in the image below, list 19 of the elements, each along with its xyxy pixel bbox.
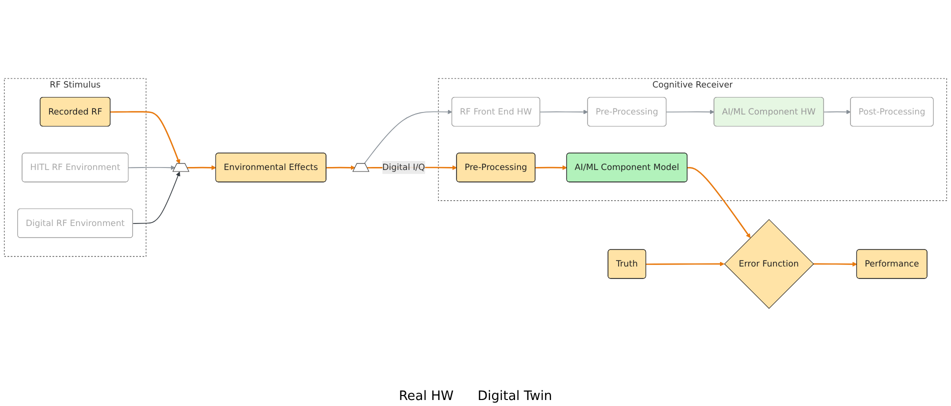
arrow	[535, 165, 568, 170]
note-text: Real HW	[398, 389, 454, 404]
node-trapezoid	[172, 163, 190, 172]
arrow	[824, 110, 851, 114]
note-text: Digital Twin	[478, 389, 552, 404]
arrow	[110, 111, 180, 164]
arrow	[132, 172, 180, 224]
arrow	[364, 110, 452, 164]
arrow	[646, 262, 724, 266]
arrow	[128, 165, 176, 170]
arrow	[540, 110, 588, 114]
arrow	[687, 167, 751, 238]
arrow	[666, 110, 714, 114]
arrow	[326, 165, 356, 170]
arrow	[813, 262, 858, 267]
node-diamond: Error Function	[724, 219, 814, 309]
node-trapezoid	[352, 163, 370, 172]
arrow	[187, 165, 216, 170]
edge-label: Digital I/Q	[382, 162, 426, 172]
